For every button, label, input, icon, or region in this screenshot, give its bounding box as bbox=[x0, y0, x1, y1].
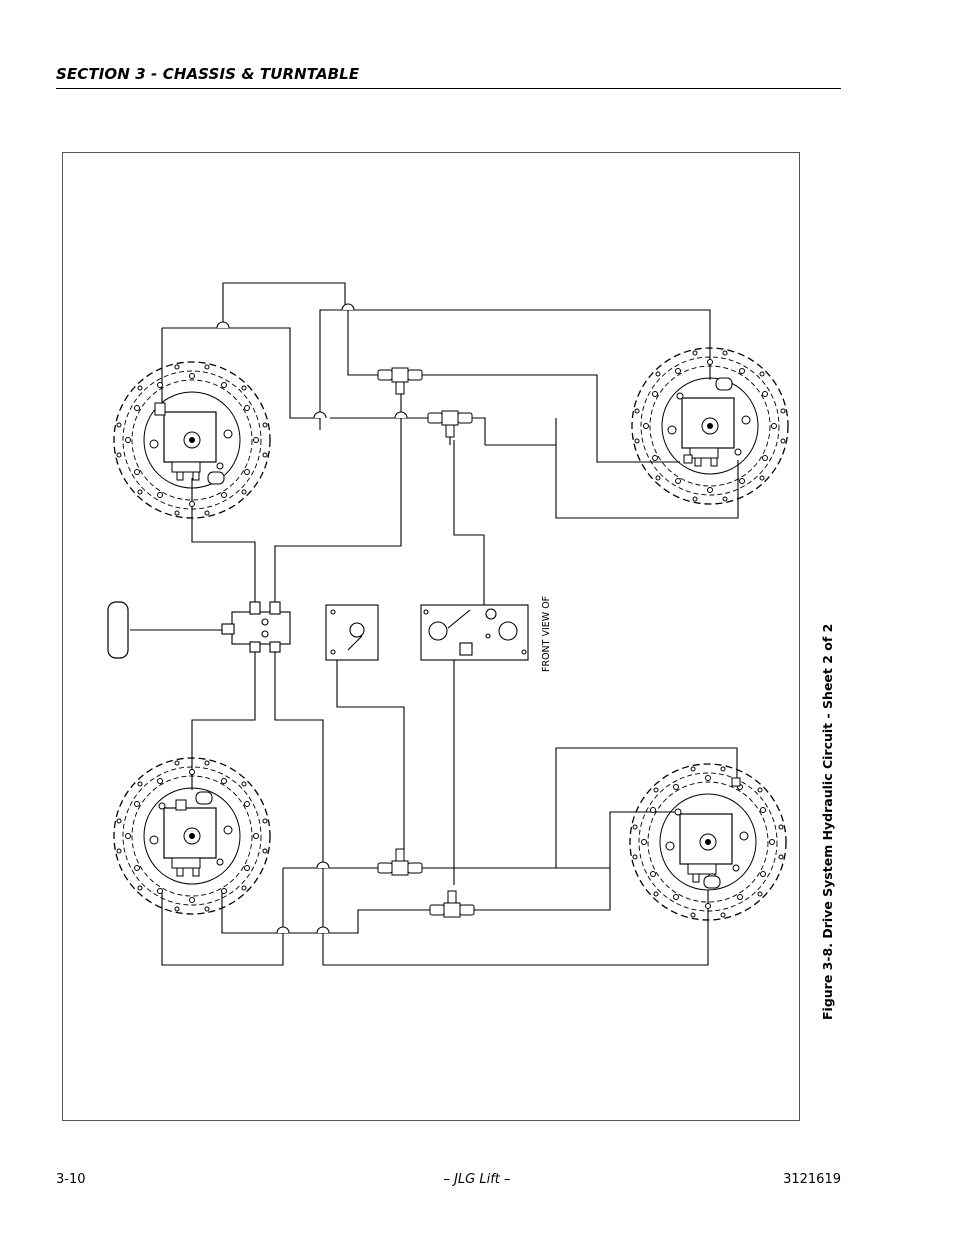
header-rule bbox=[56, 88, 841, 89]
figure-caption: Figure 3-8. Drive System Hydraulic Circu… bbox=[820, 623, 835, 1020]
hydraulic-lines bbox=[130, 282, 739, 966]
footer-brand: – JLG Lift – bbox=[443, 1172, 511, 1187]
document-number: 3121619 bbox=[783, 1172, 841, 1187]
section-header: SECTION 3 - CHASSIS & TURNTABLE bbox=[56, 65, 360, 83]
manifold-pump bbox=[420, 604, 529, 661]
front-view-label: FRONT VIEW OF bbox=[541, 595, 552, 672]
tee-fitting-lower-2 bbox=[429, 890, 475, 918]
manifold-small bbox=[325, 604, 379, 661]
flow-valve bbox=[221, 601, 291, 653]
figure-frame bbox=[62, 152, 800, 1121]
page-number: 3-10 bbox=[56, 1172, 86, 1187]
tee-fitting-upper-2 bbox=[427, 410, 473, 438]
reservoir bbox=[107, 601, 129, 659]
tee-fitting-lower-1 bbox=[377, 848, 423, 876]
hydraulic-circuit-diagram bbox=[107, 282, 789, 966]
tee-fitting-upper-1 bbox=[377, 367, 423, 395]
